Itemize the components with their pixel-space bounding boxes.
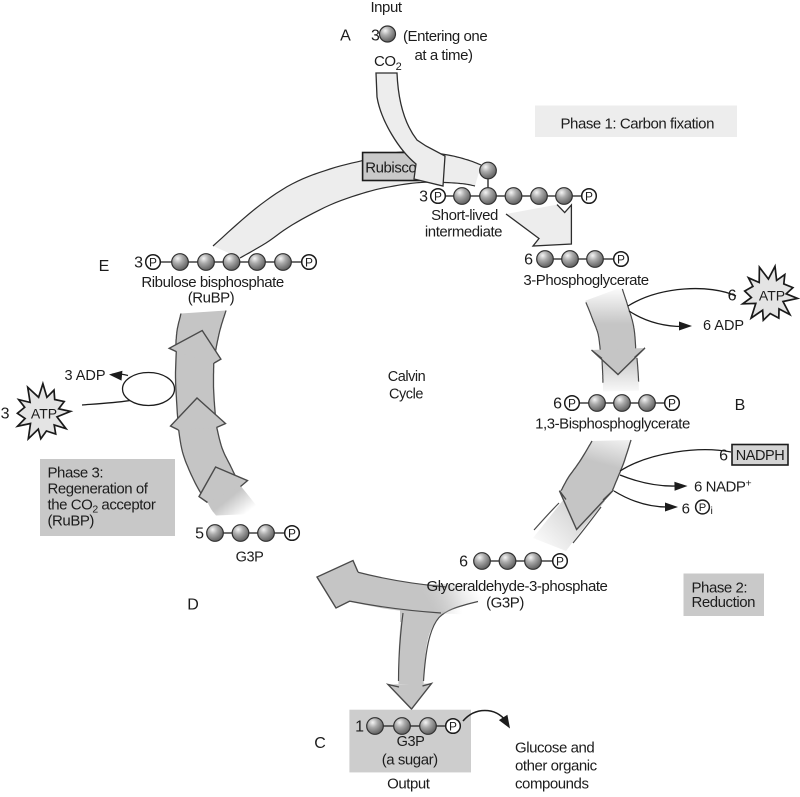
svg-text:Phase 1: Carbon fixation: Phase 1: Carbon fixation [561,116,715,133]
svg-text:G3P: G3P [397,734,425,750]
svg-text:Cycle: Cycle [389,387,423,403]
svg-text:Regeneration of: Regeneration of [48,481,149,498]
svg-text:6: 6 [728,288,737,305]
svg-text:3: 3 [1,406,10,423]
svg-text:Rubisco: Rubisco [365,160,416,177]
svg-text:P: P [449,719,457,733]
svg-text:5: 5 [195,526,204,543]
svg-text:intermediate: intermediate [425,224,502,241]
svg-text:6 ADP: 6 ADP [703,318,744,334]
svg-text:1,3-Bisphosphoglycerate: 1,3-Bisphosphoglycerate [535,416,690,433]
svg-text:Input: Input [370,0,402,16]
svg-text:Phase 3:: Phase 3: [48,465,104,482]
svg-text:6: 6 [553,396,562,413]
svg-text:6 NADP+: 6 NADP+ [694,478,752,496]
svg-text:P: P [434,189,442,203]
svg-text:P: P [149,255,157,269]
svg-text:(a sugar): (a sugar) [382,752,438,769]
svg-text:(G3P): (G3P) [486,595,524,612]
svg-text:compounds: compounds [515,776,589,793]
svg-text:E: E [99,258,110,275]
svg-text:3-Phosphoglycerate: 3-Phosphoglycerate [523,272,648,289]
svg-text:P: P [585,189,593,203]
svg-text:3: 3 [419,189,428,206]
svg-text:Ribulose bisphosphate: Ribulose bisphosphate [141,274,283,291]
svg-text:Calvin: Calvin [388,369,426,385]
svg-text:6: 6 [524,252,533,269]
svg-text:Output: Output [387,776,431,793]
svg-text:(Entering one: (Entering one [403,28,487,45]
svg-text:Short-lived: Short-lived [431,207,498,224]
svg-text:6: 6 [682,501,690,518]
svg-text:Glucose and: Glucose and [515,740,594,757]
svg-text:6: 6 [719,448,728,465]
svg-text:P: P [617,252,625,266]
svg-text:Reduction: Reduction [692,594,756,611]
svg-text:3: 3 [371,28,380,45]
svg-text:P: P [568,396,576,410]
svg-text:1: 1 [355,719,364,736]
svg-text:(RuBP): (RuBP) [188,290,235,307]
svg-text:CO2: CO2 [374,53,402,73]
svg-text:at a time): at a time) [415,47,473,64]
svg-text:Phase 2:: Phase 2: [692,580,748,597]
svg-text:P: P [288,526,296,540]
svg-text:the CO2 acceptor: the CO2 acceptor [48,497,156,516]
svg-text:C: C [314,735,326,752]
svg-text:A: A [340,28,351,45]
svg-text:Glyceraldehyde-3-phosphate: Glyceraldehyde-3-phosphate [427,578,608,595]
svg-text:NADPH: NADPH [736,448,785,464]
svg-text:D: D [187,597,199,614]
svg-text:(RuBP): (RuBP) [48,513,95,530]
svg-text:i: i [711,505,713,517]
svg-text:G3P: G3P [236,550,264,566]
svg-text:ATP: ATP [759,288,785,304]
svg-text:6: 6 [459,554,468,571]
svg-text:P: P [305,255,313,269]
svg-text:3 ADP: 3 ADP [64,368,105,384]
svg-text:ATP: ATP [31,406,57,422]
svg-text:P: P [668,396,676,410]
svg-text:P: P [556,554,564,568]
svg-text:other organic: other organic [515,758,598,775]
svg-text:B: B [735,397,746,414]
svg-text:3: 3 [134,255,143,272]
svg-text:P: P [699,502,706,514]
